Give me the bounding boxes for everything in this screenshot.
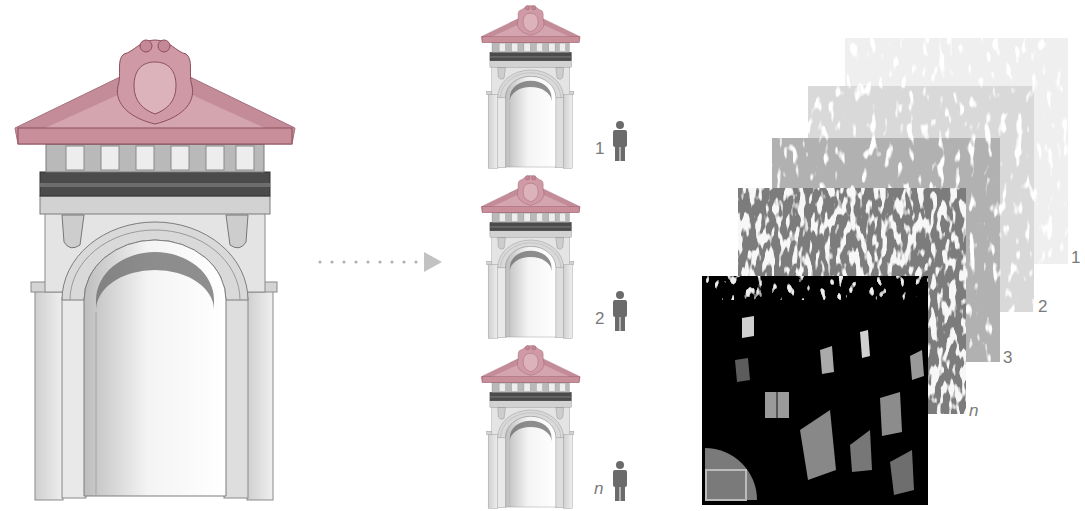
front-layer-part [765,392,789,418]
front-layer-part [820,346,834,374]
dotted-arrow [318,252,442,272]
portal-model [15,40,295,500]
front-layer-part [706,470,746,500]
front-layer-part [910,350,924,380]
front-layer-part [860,330,870,358]
dotted-arrow-part [342,260,345,263]
front-layer-part [776,392,778,418]
front-layer-part [705,448,757,500]
dotted-arrow-part [354,260,357,263]
dotted-arrow-part [366,260,369,263]
layer-number: 3 [1003,348,1012,368]
layer-number: n [969,401,978,421]
person-number: n [594,479,603,499]
portal-copies-part [481,6,580,169]
portal-model-part [15,40,295,500]
front-layer-part [735,358,750,382]
portal-copies [481,6,580,509]
person-icons-part [613,291,627,331]
front-layer-part [800,410,836,480]
front-layer-part [702,276,928,505]
image-layers [702,38,1068,505]
front-layer-part [890,450,914,495]
person-icons [613,121,627,501]
person-number: 1 [595,139,604,159]
dotted-arrow-part [414,260,417,263]
portal-copies-part [481,346,580,509]
front-layer [702,276,928,505]
layer-number: 1 [1071,248,1080,268]
dotted-arrow-part [318,260,321,263]
person-number: 2 [595,309,604,329]
dotted-arrow-part [378,260,381,263]
front-layer-part [850,430,872,472]
dotted-arrow-part [402,260,405,263]
dotted-arrow-part [390,260,393,263]
front-layer-part [742,316,754,338]
person-icons-part [613,461,627,501]
front-layer-part [702,300,928,505]
portal-copies-part [481,176,580,339]
person-icons-part [613,121,627,161]
layer-number: 2 [1038,297,1047,317]
front-layer-part [880,392,902,436]
dotted-arrow-part [330,260,333,263]
dotted-arrow-part [424,252,442,272]
